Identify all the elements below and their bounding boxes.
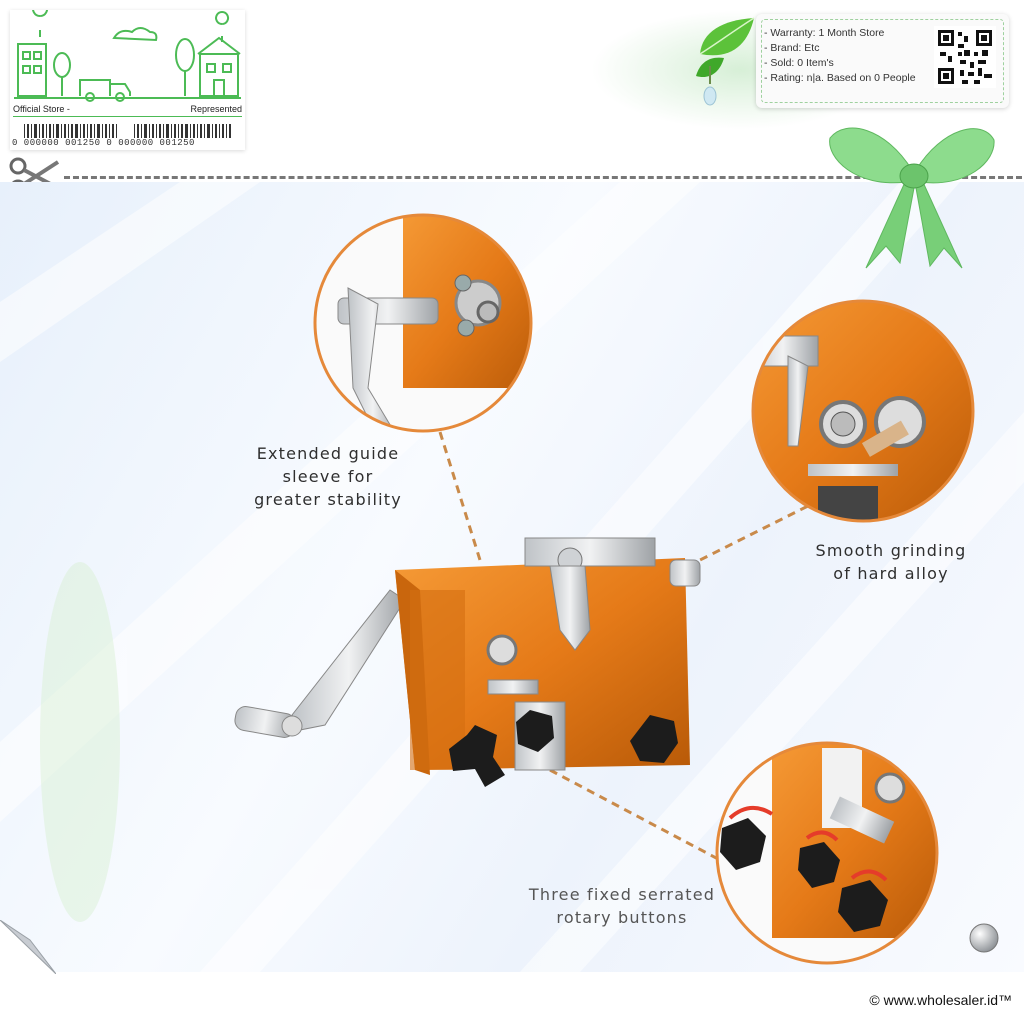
caption-line: greater stability [254,490,402,509]
qr-code [934,26,996,88]
detail-grinding [751,299,975,523]
copyright-text: © www.wholesaler.id™ [869,992,1012,1008]
leaf-icon [696,17,755,106]
barcode-number: 0 000000 001250 0 000000 001250 [12,138,195,148]
represented-label: Represented [190,104,242,114]
caption-line: sleeve for [282,467,374,486]
page-curl [0,920,56,974]
caption-buttons: Three fixed serrated rotary buttons [516,883,728,929]
caption-grinding: Smooth grinding of hard alloy [805,539,977,585]
caption-line: Three fixed serrated [528,885,716,904]
info-list: - Warranty: 1 Month Store - Brand: Etc -… [764,26,916,86]
chain-sharpener-product [234,537,701,787]
caption-guide-sleeve: Extended guide sleeve for greater stabil… [238,442,418,511]
rating-info: - Rating: n|a. Based on 0 People [764,72,916,84]
sold-info: - Sold: 0 Item's [764,57,834,69]
brand-info: - Brand: Etc [764,42,820,54]
barcode [24,124,231,138]
info-border [761,19,1004,103]
product-info-box: - Warranty: 1 Month Store - Brand: Etc -… [756,14,1009,108]
divider [13,116,242,117]
caption-line: of hard alloy [833,564,949,583]
detail-guide-sleeve [313,213,533,433]
caption-line: Extended guide [256,444,400,463]
city-illustration [14,10,241,102]
official-store-label: Official Store - [13,104,70,114]
ribbon-bow [829,127,995,269]
cut-line [64,176,1022,179]
warranty-info: - Warranty: 1 Month Store [764,27,885,39]
caption-line: rotary buttons [556,908,688,927]
caption-line: Smooth grinding [815,541,967,560]
detail-rotary-buttons [715,741,939,965]
round-button-icon[interactable] [968,922,1000,954]
store-card: Official Store - Represented 0 000000 00… [10,10,245,150]
